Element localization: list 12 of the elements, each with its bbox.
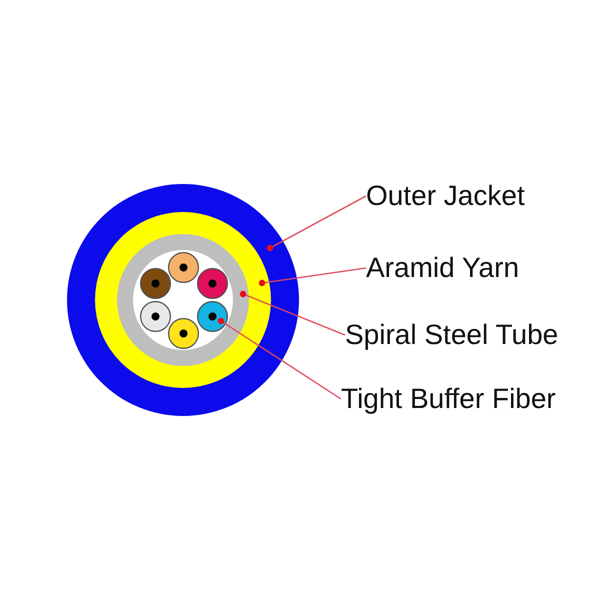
outer-jacket-ring (67, 184, 299, 416)
steel-tube-ring (117, 234, 249, 366)
callout-label: Tight Buffer Fiber (341, 383, 556, 415)
leader-line (240, 290, 346, 336)
callout-label: Aramid Yarn (366, 252, 520, 284)
buffered-fiber (196, 300, 228, 332)
callout-label: Outer Jacket (366, 180, 525, 212)
aramid-yarn-ring (95, 212, 271, 388)
leader-line (218, 318, 342, 400)
leader-line (258, 267, 366, 286)
leader-line (266, 195, 366, 252)
callout-label: Spiral Steel Tube (345, 319, 558, 351)
